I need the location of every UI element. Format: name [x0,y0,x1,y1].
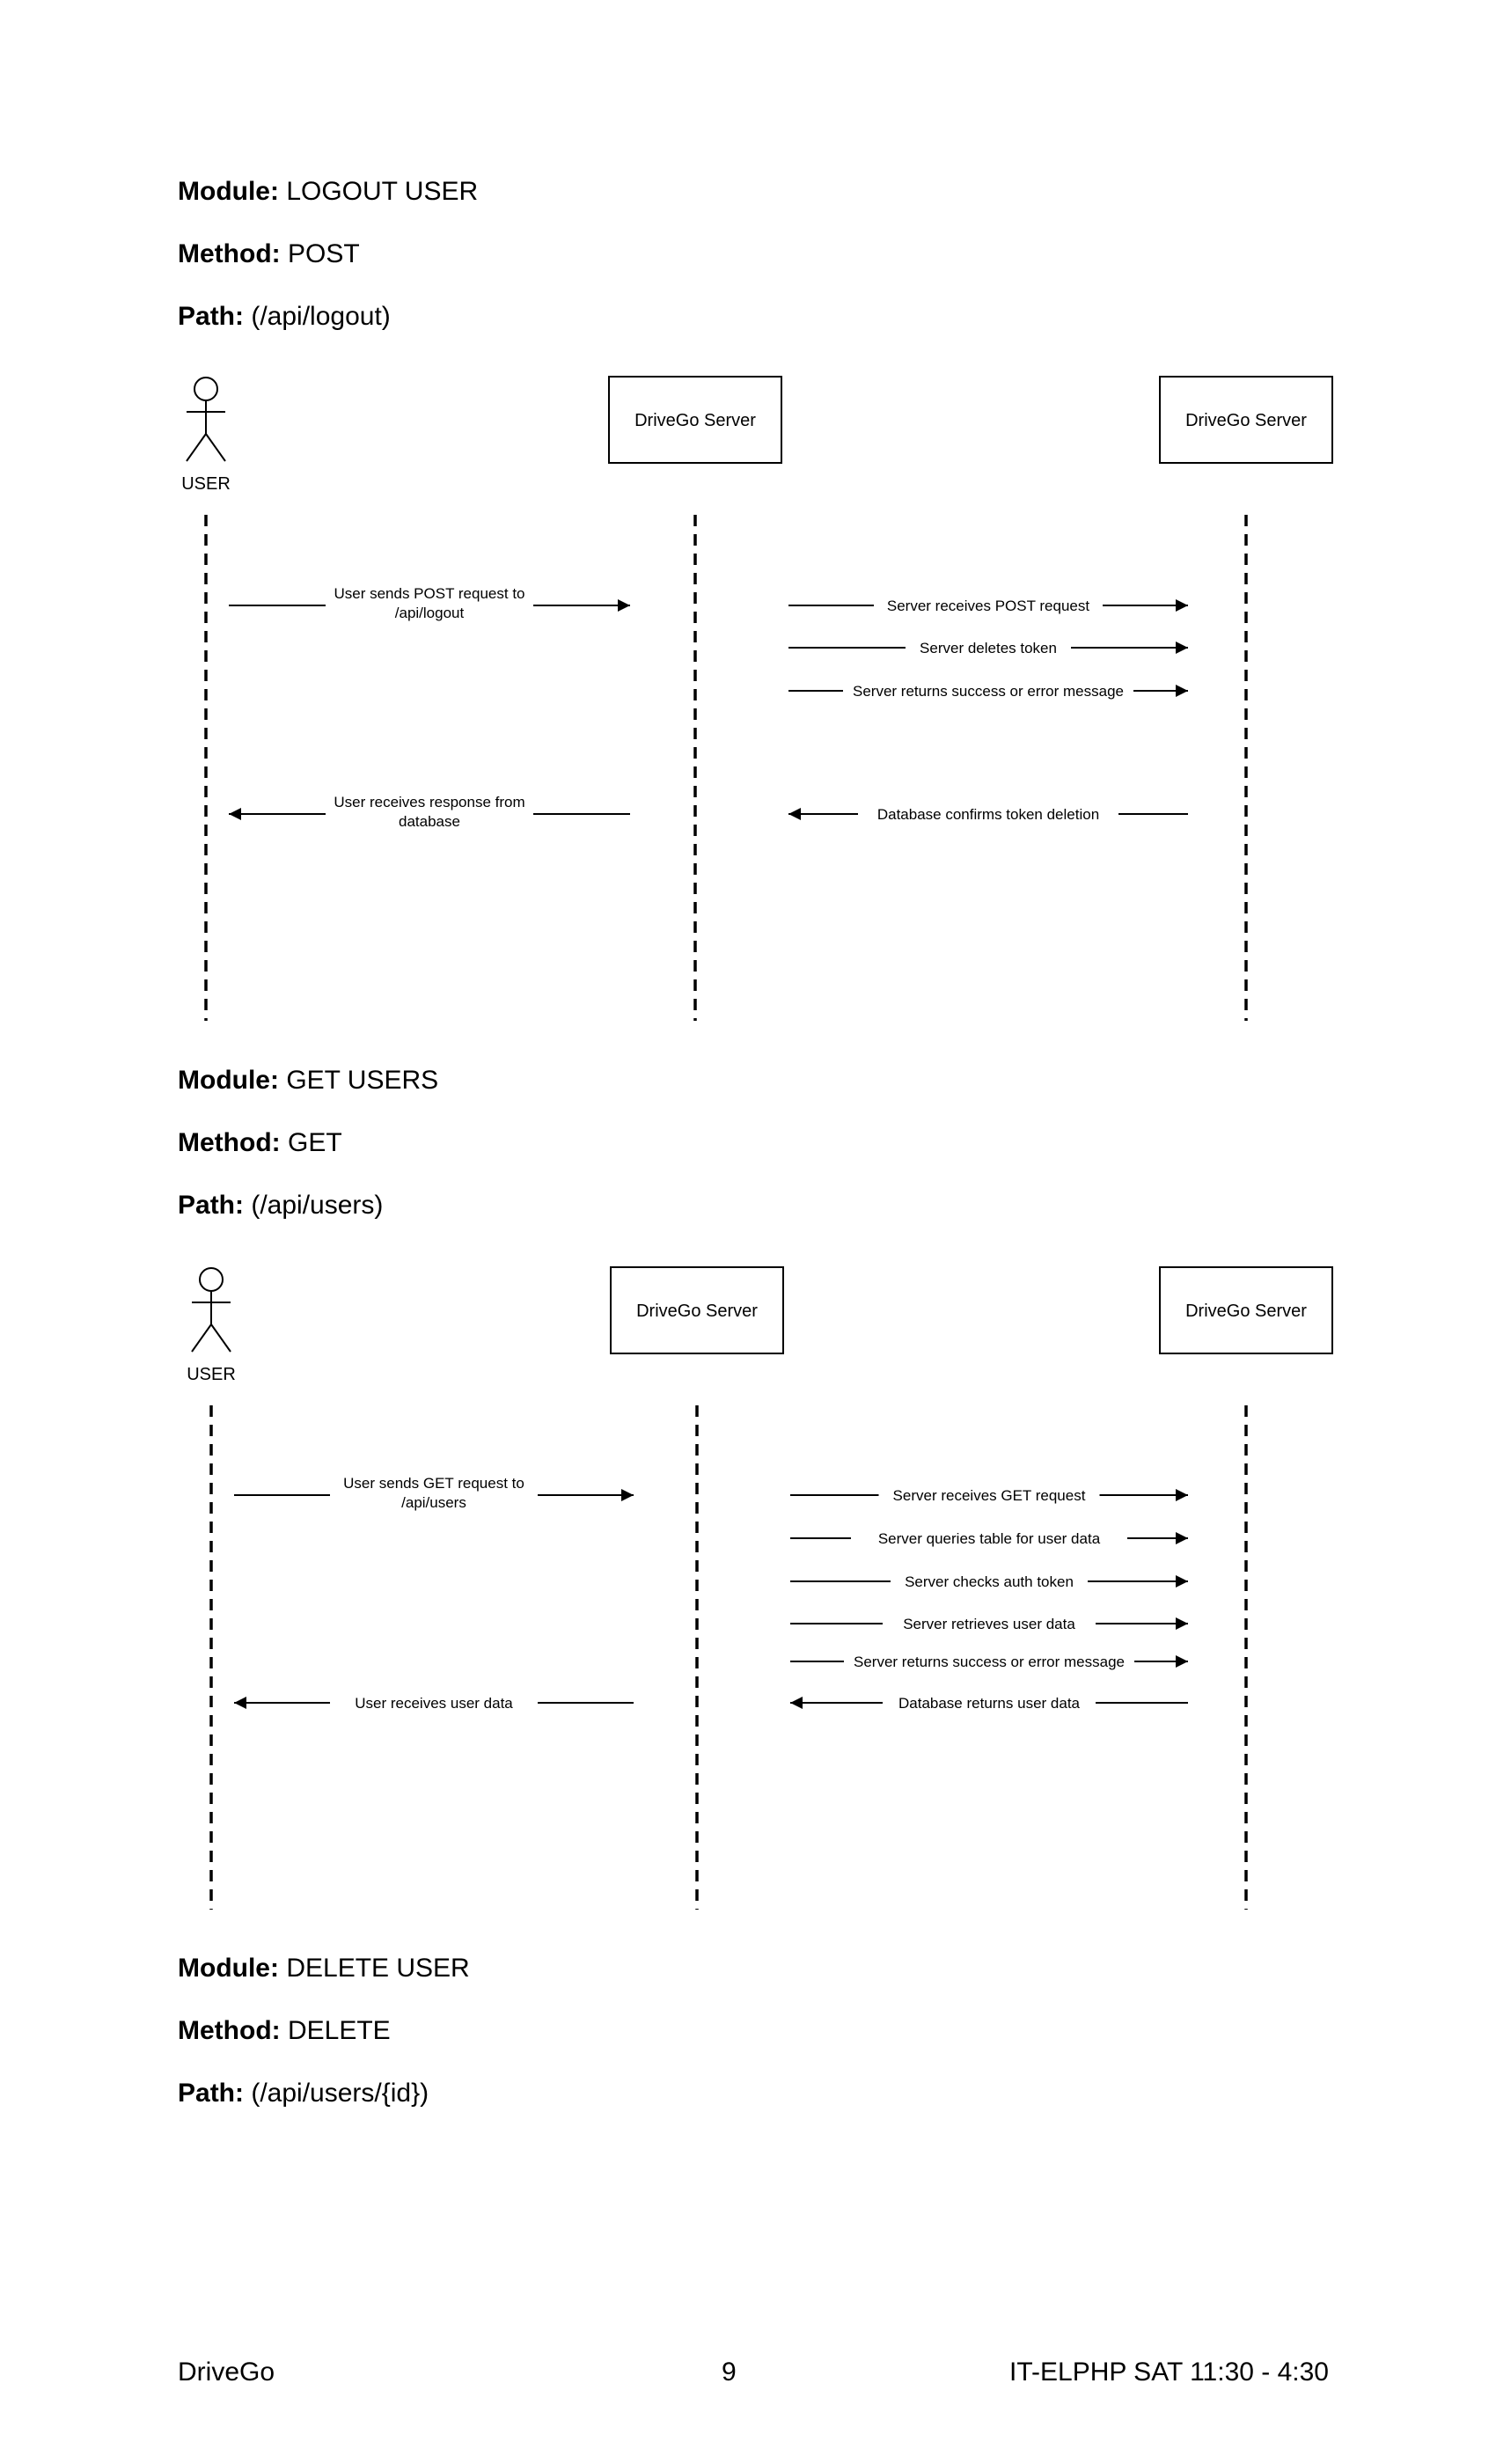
message-user-server-label-bg [330,1473,538,1512]
actor-leg-right [205,433,226,462]
path-value: (/api/users/{id}) [251,2079,429,2108]
method-label: Method: [178,1128,281,1157]
module-value: GET USERS [286,1066,439,1095]
message-server-server-label-bg [883,1613,1096,1633]
message-server-server-label: Server deletes token [920,640,1057,656]
actor-leg-left [191,1324,212,1353]
message-server-server-label: Server returns success or error message [853,683,1124,700]
server-box-b-label: DriveGo Server [1185,411,1307,430]
message-user-server-label: User sends POST request to [334,585,524,602]
message-user-server-label-bg [326,583,533,622]
message-user-server-label: User receives user data [355,1695,513,1712]
message-server-server-label-bg [878,1485,1100,1505]
module-line: Module: GET USERS [178,1065,438,1096]
server-box-a [610,1266,784,1354]
actor-label: USER [181,474,231,494]
message-user-server-label: User sends GET request to [343,1475,524,1492]
message-server-server-label: Database returns user data [898,1695,1081,1712]
message-server-server-label-bg [906,637,1071,657]
method-line: Method: GET [178,1127,342,1159]
method-label: Method: [178,239,281,268]
actor-leg-right [210,1324,231,1353]
path-label: Path: [178,302,244,331]
message-user-server-label-bg [326,792,533,831]
server-box-b [1159,376,1333,464]
message-server-server-label-bg [851,1528,1127,1548]
message-server-server-label: Server returns success or error message [854,1654,1125,1670]
message-server-server-label-bg [844,1651,1134,1671]
module-value: LOGOUT USER [286,177,479,206]
actor-leg-left [186,433,207,462]
message-server-server-label-bg [883,1692,1096,1712]
message-user-server-label-bg [330,1692,538,1712]
path-value: (/api/users) [251,1191,384,1220]
server-box-a [608,376,782,464]
actor-label: USER [187,1365,236,1384]
method-value: DELETE [287,2016,391,2045]
path-label: Path: [178,1191,244,1220]
footer-left: DriveGo [178,2358,275,2387]
server-box-b-label: DriveGo Server [1185,1302,1307,1321]
actor-head-icon [194,377,218,401]
path-label: Path: [178,2079,244,2108]
module-line: Module: DELETE USER [178,1953,470,1984]
path-line: Path: (/api/logout) [178,301,391,333]
message-server-server-label-bg [843,680,1133,700]
message-server-server-label: Server receives POST request [887,598,1089,614]
path-value: (/api/logout) [251,302,391,331]
message-server-server-label-bg [874,595,1103,615]
message-server-server-label: Database confirms token deletion [877,806,1099,823]
module-label: Module: [178,1066,279,1095]
server-box-b [1159,1266,1333,1354]
message-server-server-label-bg [858,803,1118,824]
message-server-server-label: Server queries table for user data [878,1530,1101,1547]
message-user-server-label: database [399,813,460,830]
message-server-server-label: Server retrieves user data [903,1616,1075,1632]
method-label: Method: [178,2016,281,2045]
method-value: GET [287,1128,342,1157]
path-line: Path: (/api/users) [178,1190,383,1221]
method-line: Method: POST [178,238,360,270]
module-label: Module: [178,1954,279,1983]
method-line: Method: DELETE [178,2015,391,2047]
server-box-a-label: DriveGo Server [634,411,756,430]
method-value: POST [287,239,360,268]
path-line: Path: (/api/users/{id}) [178,2078,429,2109]
message-server-server-label: Server checks auth token [905,1573,1074,1590]
message-user-server-label: User receives response from [334,794,524,810]
message-user-server-label: /api/logout [395,605,465,621]
server-box-a-label: DriveGo Server [636,1302,758,1321]
actor-head-icon [199,1267,224,1292]
message-server-server-label: Server receives GET request [893,1487,1086,1504]
footer-page-number: 9 [722,2358,737,2387]
module-label: Module: [178,177,279,206]
footer-right: IT-ELPHP SAT 11:30 - 4:30 [1009,2358,1329,2387]
module-line: Module: LOGOUT USER [178,176,478,208]
message-user-server-label: /api/users [401,1494,466,1511]
module-value: DELETE USER [286,1954,470,1983]
message-server-server-label-bg [891,1571,1088,1591]
